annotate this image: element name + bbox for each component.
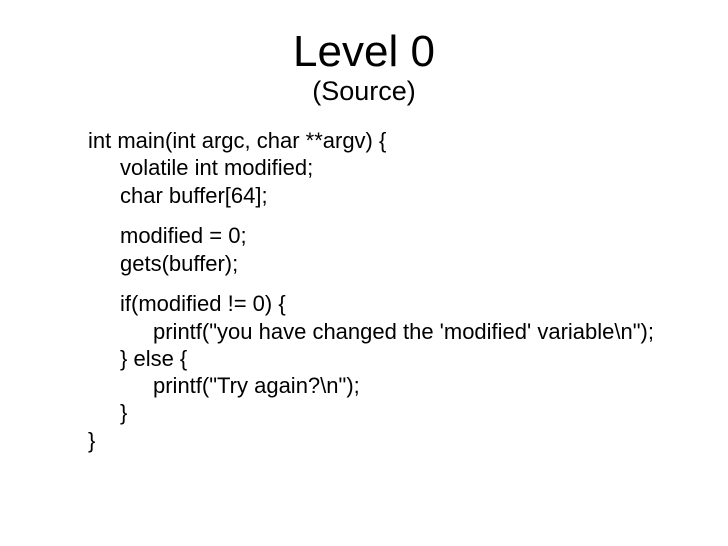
code-line: } (88, 427, 96, 453)
code-line: char buffer[64]; (120, 182, 268, 208)
code-line: int main(int argc, char **argv) { (88, 128, 387, 153)
code-block: int main(int argc, char **argv) {volatil… (88, 127, 708, 454)
code-line: } else { (120, 345, 188, 371)
code-line: } (120, 400, 128, 426)
slide-subtitle: (Source) (312, 76, 416, 106)
code-line: gets(buffer); (120, 250, 239, 276)
code-line: volatile int modified; (120, 155, 314, 181)
code-line: modified = 0; (120, 223, 247, 249)
code-blank-line (88, 209, 708, 222)
code-line: printf("Try again?\n"); (153, 373, 360, 399)
code-blank-line (88, 277, 708, 290)
code-line: printf("you have changed the 'modified' … (153, 318, 654, 344)
slide-title: Level 0 (293, 27, 435, 76)
code-line: if(modified != 0) { (120, 291, 286, 317)
